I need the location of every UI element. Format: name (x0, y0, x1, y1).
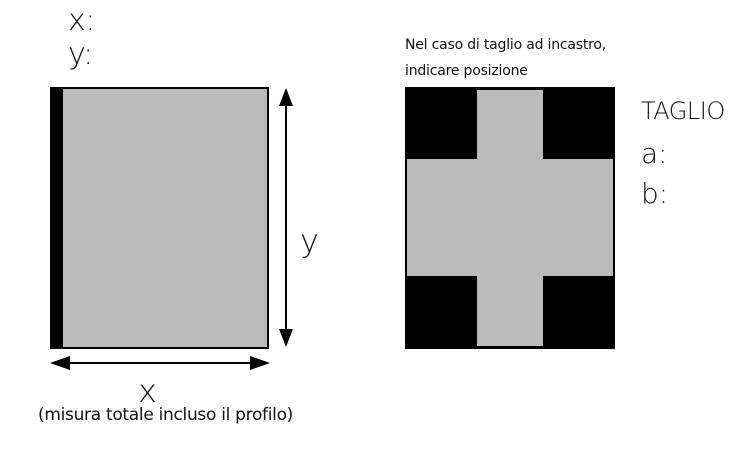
notch-cross-diagram (405, 87, 615, 349)
x-dimension-label: x (138, 372, 157, 410)
notch-instructions-line-2: indicare posizione (405, 63, 528, 79)
panel-rectangle (50, 87, 269, 349)
profile-stripe (52, 89, 63, 347)
y-dimension-label: y (300, 222, 319, 260)
taglio-title: TAGLIO (641, 97, 725, 125)
y-value-label: y: (68, 37, 93, 72)
taglio-a-label: a: (641, 137, 668, 170)
x-value-label: x: (68, 3, 95, 38)
measure-caption: (misura totale incluso il profilo) (38, 405, 294, 425)
horizontal-dimension-arrow-icon (50, 356, 270, 370)
notch-instructions: Nel caso di taglio ad incastro, indicare… (405, 32, 606, 84)
notch-instructions-line-1: Nel caso di taglio ad incastro, (405, 37, 606, 53)
vertical-dimension-arrow-icon (279, 88, 293, 347)
cross-horizontal-arm (407, 159, 613, 276)
taglio-b-label: b: (641, 177, 669, 210)
